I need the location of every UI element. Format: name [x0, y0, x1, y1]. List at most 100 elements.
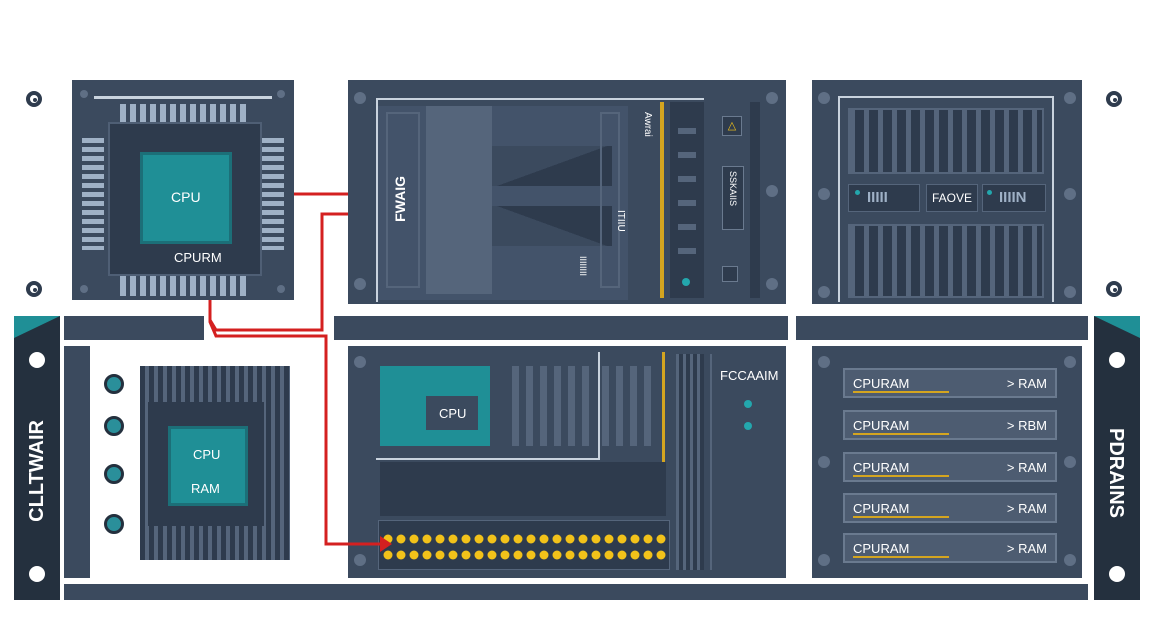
drive-right-strip [600, 112, 620, 288]
pin-dot [487, 534, 497, 544]
screw-icon [277, 285, 285, 293]
cpu-chip: CPU [140, 152, 232, 244]
pin-dot [565, 534, 575, 544]
rail-bottom [64, 584, 1088, 600]
pin-dot [422, 550, 432, 560]
top-rail-line [94, 96, 272, 99]
pin-header-dots [383, 534, 666, 560]
screw-icon [766, 185, 778, 197]
pin-dot [513, 534, 523, 544]
display-right: IIIIN [982, 184, 1046, 212]
mainboard-lower-block [380, 462, 666, 516]
display-mid: FAOVE [926, 184, 978, 212]
screw-icon [818, 356, 830, 368]
drive-bay-frame [376, 98, 704, 302]
ram-slot-value: > RBM [1006, 418, 1047, 433]
knob-icon[interactable] [104, 374, 124, 394]
mainboard-side-panel: FCCAAIM [710, 354, 786, 570]
drive-side-strip [386, 112, 420, 288]
pin-dot [643, 534, 653, 544]
ram-slot-accent [853, 556, 949, 558]
led-indicator [678, 248, 696, 254]
pin-dot [396, 550, 406, 560]
screw-icon [818, 554, 830, 566]
ram-slot[interactable]: CPURAM > RAM [843, 493, 1057, 523]
pin-dot [591, 550, 601, 560]
ram-slot-accent [853, 516, 949, 518]
rail-middle [334, 316, 788, 340]
pin-dot [461, 534, 471, 544]
knob-icon[interactable] [104, 514, 124, 534]
ram-slot-value: > RAM [1006, 460, 1047, 475]
cpu-pins-left [82, 138, 104, 250]
screw-icon [1064, 456, 1076, 468]
left-side-banner: CLLTWAIR [14, 316, 60, 600]
pin-dot [565, 550, 575, 560]
pin-dot [487, 550, 497, 560]
ram-slot[interactable]: CPURAM > RAM [843, 368, 1057, 398]
display-frame [838, 96, 1054, 302]
screw-icon [818, 92, 830, 104]
screw-icon [354, 278, 366, 290]
pin-dot [604, 534, 614, 544]
pin-dot [409, 534, 419, 544]
pin-dot [396, 534, 406, 544]
mainboard-side-label: FCCAAIM [720, 368, 779, 383]
screw-icon [1064, 188, 1076, 200]
ram-slot-label: CPURAM [853, 418, 910, 433]
bottom-chip-line2: RAM [191, 481, 220, 496]
display-left: IIIII [848, 184, 920, 212]
cpu-pins-bottom [120, 276, 246, 296]
ram-slot-label: CPURAM [853, 541, 910, 556]
screw-icon [818, 456, 830, 468]
pin-header [378, 520, 670, 570]
mainboard-chip: CPU [426, 396, 478, 430]
drive-led-column [670, 102, 704, 298]
display-right-text: IIIIN [999, 189, 1027, 206]
ram-slot-accent [853, 475, 949, 477]
ram-slot-label: CPURAM [853, 376, 910, 391]
pin-dot [513, 550, 523, 560]
ram-slot[interactable]: CPURAM > RBM [843, 410, 1057, 440]
banner-hole [29, 352, 45, 368]
ram-slot[interactable]: CPURAM > RAM [843, 533, 1057, 563]
ram-slot[interactable]: CPURAM > RAM [843, 452, 1057, 482]
screw-icon [1064, 356, 1076, 368]
banner-accent-top [14, 316, 60, 338]
drive-small-label-1: Awrai [642, 112, 653, 137]
ram-slot-accent [853, 391, 949, 393]
pin-dot [630, 550, 640, 560]
pin-dot [539, 550, 549, 560]
pin-dot [604, 550, 614, 560]
mount-ring-bottom-right [1106, 281, 1122, 297]
pin-dot [474, 534, 484, 544]
pin-dot [656, 534, 666, 544]
pin-dot [409, 550, 419, 560]
pin-dot [526, 534, 536, 544]
ram-slot-value: > RAM [1006, 501, 1047, 516]
screw-icon [818, 188, 830, 200]
pin-dot [630, 534, 640, 544]
pin-dot [422, 534, 432, 544]
screw-icon [277, 90, 285, 98]
drive-accent-bar [660, 102, 664, 298]
mainboard-chip-label: CPU [439, 406, 467, 421]
knob-icon[interactable] [104, 464, 124, 484]
drive-small-label-3: IIIIIIII [578, 256, 588, 277]
cpu-pins-right [262, 138, 284, 250]
status-light [682, 278, 690, 286]
pin-dot [474, 550, 484, 560]
drive-center-block [426, 106, 492, 294]
banner-hole [1109, 566, 1125, 582]
bottom-chip-line1: CPU [193, 447, 221, 462]
mount-ring-top-right [1106, 91, 1122, 107]
bottom-left-chip-board: CPU RAM [140, 366, 290, 560]
display-left-text: IIIII [867, 189, 888, 206]
pin-dot [383, 534, 393, 544]
led-indicator [678, 152, 696, 158]
mount-ring-top-left [26, 91, 42, 107]
knob-icon[interactable] [104, 416, 124, 436]
screw-icon [766, 92, 778, 104]
drive-rail-right [750, 102, 760, 298]
status-light [744, 400, 752, 408]
